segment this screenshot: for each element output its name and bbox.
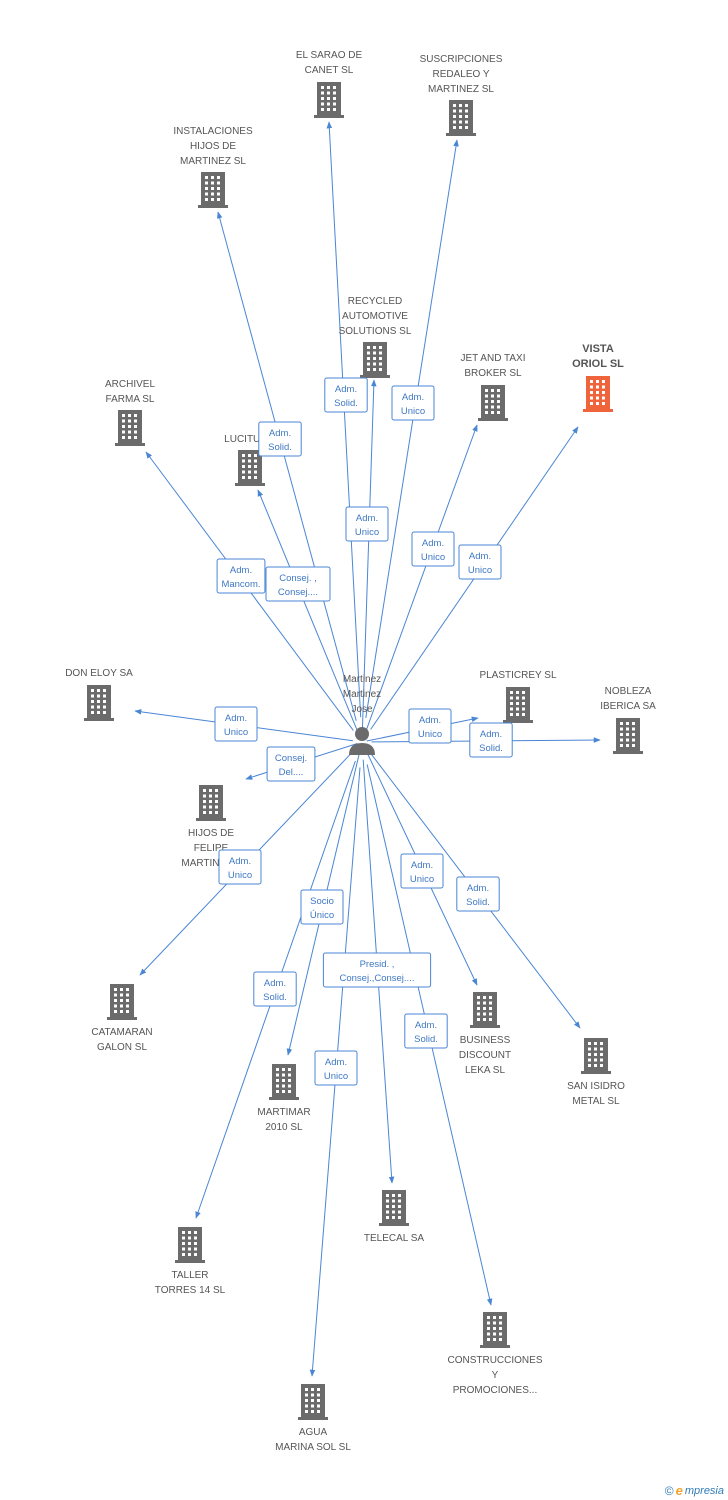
company-label-plasticrey: PLASTICREY SL (479, 670, 557, 681)
role-text-plasticrey: Adm.Unico (418, 715, 442, 740)
role-badge-jet-taxi[interactable]: Adm.Unico (411, 531, 455, 567)
building-icon-el-sarao[interactable] (314, 82, 344, 118)
building-icon-taller[interactable] (175, 1227, 205, 1263)
company-label-telecal: TELECAL SA (364, 1233, 425, 1244)
role-badge-nobleza[interactable]: Adm.Solid. (469, 722, 513, 758)
building-icon-business[interactable] (470, 992, 500, 1028)
building-icon-jet-taxi[interactable] (478, 385, 508, 421)
role-badge-telecal[interactable]: Presid. ,Consej.,Consej.... (322, 952, 432, 988)
role-badge-taller[interactable]: Adm.Solid. (253, 971, 297, 1007)
role-badge-vista-oriol[interactable]: Adm.Unico (458, 544, 502, 580)
edge-el-sarao (326, 121, 362, 718)
building-icon-archivel[interactable] (115, 410, 145, 446)
building-icon-don-eloy[interactable] (84, 685, 114, 721)
edge-lucitur (257, 489, 359, 733)
company-label-don-eloy: DON ELOY SA (65, 668, 133, 679)
building-icon-vista-oriol[interactable] (583, 376, 613, 412)
role-text-business: Adm.Unico (410, 860, 434, 885)
company-label-lucitur: LUCITUR... (224, 434, 276, 445)
edge-jet-taxi (366, 424, 478, 730)
role-badge-el-sarao[interactable]: Adm.Solid. (324, 377, 368, 413)
role-badge-archivel[interactable]: Adm.Mancom. (216, 558, 266, 594)
role-badge-hijos-felipe[interactable]: Consej.Del.... (266, 746, 316, 782)
role-text-nobleza: Adm.Solid. (479, 729, 503, 754)
brand-name: mpresia (684, 1484, 724, 1497)
role-text-el-sarao: Adm.Solid. (334, 384, 358, 409)
role-badge-don-eloy[interactable]: Adm.Unico (214, 706, 258, 742)
copyright-symbol: © (664, 1483, 674, 1498)
role-badge-san-isidro[interactable]: Adm.Solid. (456, 876, 500, 912)
role-text-taller: Adm.Solid. (263, 978, 287, 1003)
building-icon-catamaran[interactable] (107, 984, 137, 1020)
building-icon-suscripciones[interactable] (446, 100, 476, 136)
building-icon-construcciones[interactable] (480, 1312, 510, 1348)
role-text-hijos-felipe: Consej.Del.... (275, 753, 307, 778)
role-text-telecal: Presid. ,Consej.,Consej.... (340, 959, 415, 984)
role-text-jet-taxi: Adm.Unico (421, 538, 445, 563)
role-text-agua-marina: Adm.Unico (324, 1057, 348, 1082)
edge-recycled (361, 379, 377, 728)
role-text-recycled: Adm.Unico (355, 513, 379, 538)
role-text-lucitur: Consej. ,Consej.... (278, 573, 318, 598)
role-text-suscripciones: Adm.Unico (401, 392, 425, 417)
building-icon-agua-marina[interactable] (298, 1384, 328, 1420)
building-icon-martimar[interactable] (269, 1064, 299, 1100)
role-badge-instalaciones[interactable]: Adm.Solid. (258, 421, 302, 457)
building-icon-lucitur[interactable] (235, 450, 265, 486)
building-icon-recycled[interactable] (360, 342, 390, 378)
building-icon-nobleza[interactable] (613, 718, 643, 754)
building-icon-hijos-felipe[interactable] (196, 785, 226, 821)
role-text-instalaciones: Adm.Solid. (268, 428, 292, 453)
role-badge-suscripciones[interactable]: Adm.Unico (391, 385, 435, 421)
role-text-construcciones: Adm.Solid. (414, 1020, 438, 1045)
building-icon-plasticrey[interactable] (503, 687, 533, 723)
edge-instalaciones (216, 211, 357, 721)
role-badge-catamaran[interactable]: Adm.Unico (218, 849, 262, 885)
building-icon-instalaciones[interactable] (198, 172, 228, 208)
role-text-san-isidro: Adm.Solid. (466, 883, 490, 908)
role-text-vista-oriol: Adm.Unico (468, 551, 492, 576)
person-icon (349, 727, 375, 755)
role-text-don-eloy: Adm.Unico (224, 713, 248, 738)
role-badge-plasticrey[interactable]: Adm.Unico (408, 708, 452, 744)
brand-logo-initial: e (675, 1483, 683, 1498)
role-text-archivel: Adm.Mancom. (221, 565, 260, 590)
building-icon-telecal[interactable] (379, 1190, 409, 1226)
role-badge-lucitur[interactable]: Consej. ,Consej.... (265, 566, 331, 602)
role-badge-recycled[interactable]: Adm.Unico (345, 506, 389, 542)
edge-suscripciones (365, 139, 459, 718)
building-icon-san-isidro[interactable] (581, 1038, 611, 1074)
role-text-catamaran: Adm.Unico (228, 856, 252, 881)
role-badge-agua-marina[interactable]: Adm.Unico (314, 1050, 358, 1086)
role-badge-construcciones[interactable]: Adm.Solid. (404, 1013, 448, 1049)
role-badge-business[interactable]: Adm.Unico (400, 853, 444, 889)
